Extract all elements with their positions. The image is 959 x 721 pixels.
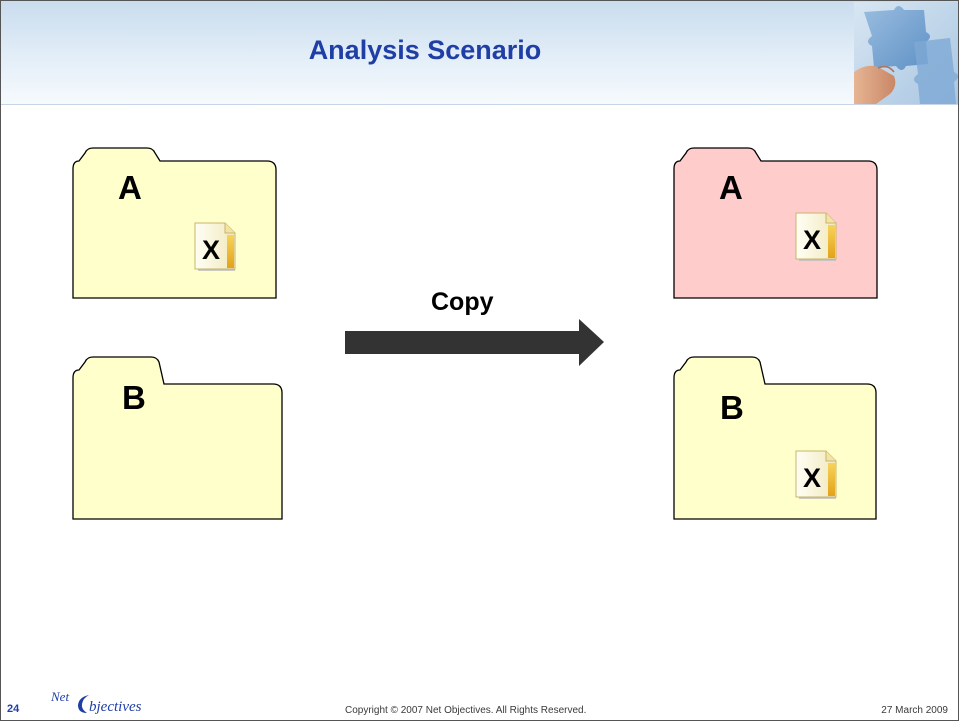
folder-icon <box>673 147 878 299</box>
logo-text-objectives: bjectives <box>89 699 142 715</box>
folder-icon <box>72 147 277 299</box>
folder-label: A <box>719 169 743 206</box>
excel-file-icon: X <box>795 212 837 261</box>
copyright-text: Copyright © 2007 Net Objectives. All Rig… <box>345 705 587 716</box>
right-folder-b: B X <box>673 356 877 520</box>
folder-label: B <box>122 379 146 416</box>
net-objectives-logo: Net bjectives <box>41 689 161 717</box>
file-label: X <box>202 235 220 265</box>
slide-header: Analysis Scenario <box>1 1 958 105</box>
copy-label: Copy <box>431 288 494 316</box>
file-label: X <box>803 225 821 255</box>
file-label: X <box>803 463 821 493</box>
slide-date: 27 March 2009 <box>881 705 948 716</box>
logo-text-net: Net <box>51 689 70 704</box>
copy-arrow: Copy <box>345 288 604 366</box>
slide-title: Analysis Scenario <box>308 35 542 65</box>
folder-icon <box>673 356 877 520</box>
logo-swoosh-icon <box>78 695 89 713</box>
left-folder-a: A X <box>72 147 277 299</box>
puzzle-image <box>854 2 958 104</box>
page-number: 24 <box>7 703 20 715</box>
folder-label: A <box>118 169 142 206</box>
left-folder-b: B <box>72 356 283 520</box>
arrow-right-icon <box>345 319 604 366</box>
folder-icon <box>72 356 283 520</box>
folder-label: B <box>720 389 744 426</box>
excel-file-icon: X <box>194 222 236 271</box>
excel-file-icon: X <box>795 450 837 499</box>
right-folder-a: A X <box>673 147 878 299</box>
